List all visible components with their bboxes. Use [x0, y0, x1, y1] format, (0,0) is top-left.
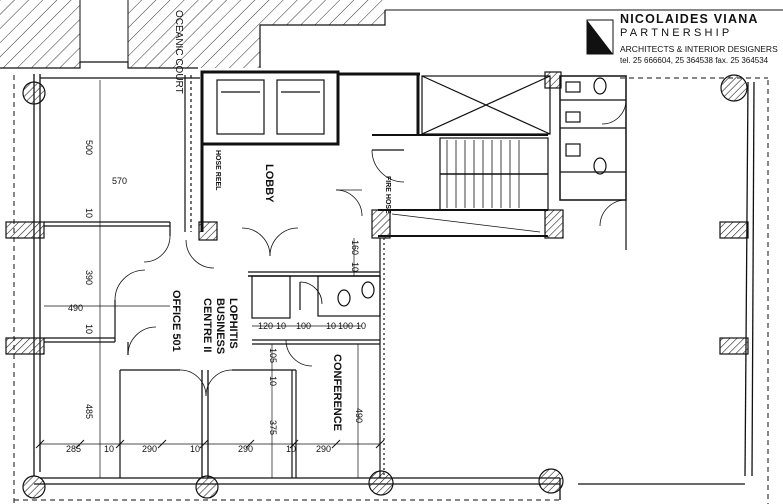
bottom-dim-290-c: 290 — [316, 444, 331, 454]
office-partitions — [44, 200, 627, 478]
dim-100-b: 100 — [338, 321, 353, 331]
dim-10-a: 10 — [84, 208, 94, 218]
dim-490-a: 490 — [68, 303, 83, 313]
bottom-dim-290-a: 290 — [142, 444, 157, 454]
company-contact: tel. 25 666604, 25 364538 fax. 25 364534 — [620, 56, 769, 65]
site-boundary — [13, 75, 769, 504]
hose-reel-label: HOSE REEL — [214, 150, 221, 191]
dimension-ticks — [35, 439, 385, 449]
dim-10-g: 10 — [268, 376, 278, 386]
bottom-dim-290-b: 290 — [238, 444, 253, 454]
company-description: ARCHITECTS & INTERIOR DESIGNERS — [620, 44, 778, 54]
business-centre-label: LOPHITIS BUSINESS CENTRE II — [201, 298, 239, 354]
dim-105: 105 — [268, 348, 278, 363]
columns — [5, 71, 749, 499]
building-core — [184, 70, 551, 257]
dim-10-d: 10 — [276, 321, 286, 331]
dim-10-f: 10 — [356, 321, 366, 331]
dim-500: 500 — [84, 140, 94, 155]
bottom-dim-285: 285 — [66, 444, 81, 454]
company-logo-icon — [586, 19, 614, 55]
oceanic-court-label: OCEANIC COURT — [173, 10, 184, 94]
dim-10-b: 10 — [84, 324, 94, 334]
company-tagline: PARTNERSHIP — [620, 27, 733, 39]
exterior-walls — [33, 74, 755, 500]
bottom-dim-10-a: 10 — [104, 444, 114, 454]
office-label: OFFICE 501 — [170, 290, 182, 352]
dimension-lines — [40, 80, 380, 478]
bottom-dim-10-c: 10 — [286, 444, 296, 454]
dim-390: 390 — [84, 270, 94, 285]
dim-120: 120 — [258, 321, 273, 331]
dim-10-c: 10 — [350, 262, 360, 272]
bottom-dim-10-b: 10 — [190, 444, 200, 454]
business-centre-line1: LOPHITIS — [227, 298, 239, 349]
toilets — [559, 75, 627, 227]
dim-485: 485 — [84, 404, 94, 419]
company-name: NICOLAIDES VIANA — [620, 12, 759, 26]
dim-160: 160 — [350, 240, 360, 255]
conference-label: CONFERENCE — [331, 354, 343, 431]
business-centre-line3: CENTRE II — [201, 298, 213, 352]
dim-375: 375 — [268, 420, 278, 435]
dim-490-b: 490 — [354, 408, 364, 423]
lobby-label: LOBBY — [263, 164, 275, 203]
dim-570: 570 — [112, 176, 127, 186]
dim-100-a: 100 — [296, 321, 311, 331]
neighbour-hatch — [0, 0, 783, 69]
business-centre-line2: BUSINESS — [214, 298, 226, 354]
dim-10-e: 10 — [326, 321, 336, 331]
fire-hose-label: FIRE HOSE — [384, 176, 391, 214]
